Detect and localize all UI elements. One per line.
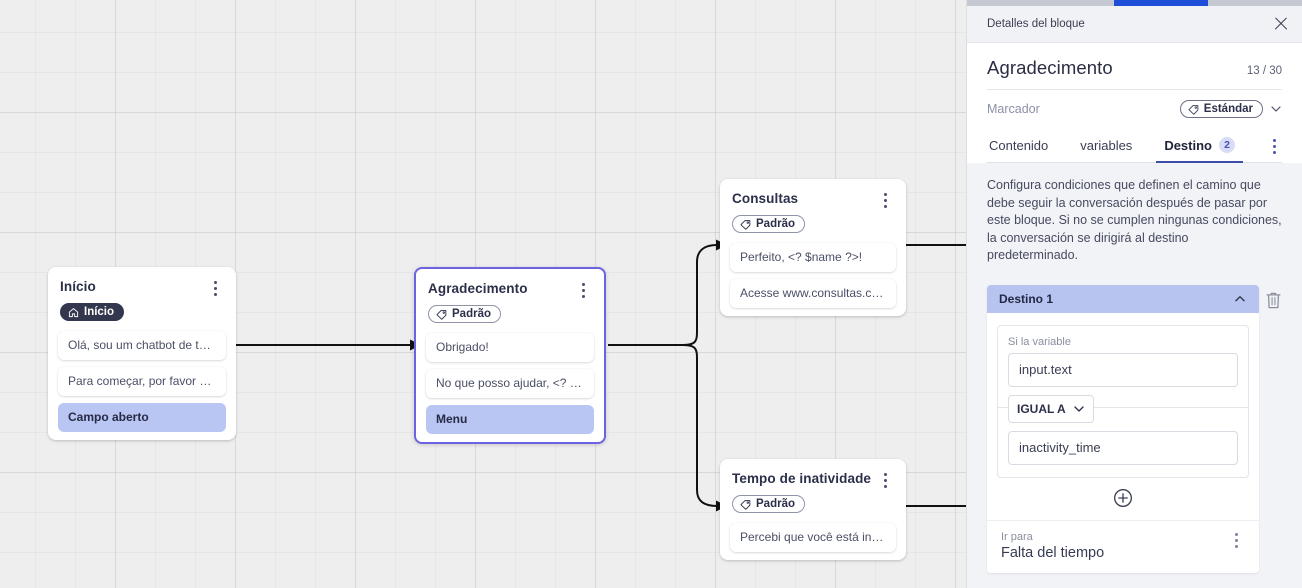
close-icon[interactable] bbox=[1272, 15, 1290, 33]
title-row: Agradecimento 13 / 30 bbox=[987, 43, 1282, 90]
tab-variables[interactable]: variables bbox=[1078, 131, 1134, 162]
tab-destino[interactable]: Destino 2 bbox=[1156, 130, 1243, 163]
flow-node-consultas[interactable]: Consultas Padrão Perfeito, <? $name ?>! … bbox=[720, 179, 906, 316]
goto-label: Ir para bbox=[1001, 530, 1033, 543]
node-message[interactable]: Percebi que você está inativo. C... bbox=[730, 522, 896, 552]
operator-select[interactable]: IGUAL A bbox=[1008, 394, 1094, 423]
destination-card: Destino 1 Si la variable input.text IGUA… bbox=[987, 284, 1259, 573]
goto-menu-button[interactable] bbox=[1227, 531, 1245, 549]
operator-label: IGUAL A bbox=[1017, 401, 1066, 416]
node-tag[interactable]: Início bbox=[60, 303, 125, 321]
node-menu-button[interactable] bbox=[574, 281, 592, 299]
marker-chip-label: Estándar bbox=[1203, 103, 1253, 115]
node-menu-button[interactable] bbox=[876, 191, 894, 209]
node-message[interactable]: No que posso ajudar, <? $name ... bbox=[426, 368, 594, 398]
goto-value: Falta del tiempo bbox=[1001, 544, 1105, 561]
node-message[interactable]: Para começar, por favor digite o ... bbox=[58, 366, 226, 396]
flow-canvas[interactable]: Início Início Olá, sou um chatbot de tes… bbox=[0, 0, 966, 588]
tab-label: Destino bbox=[1164, 137, 1212, 153]
tab-contenido[interactable]: Contenido bbox=[987, 131, 1050, 162]
node-tag-label: Padrão bbox=[756, 218, 795, 230]
variable-field[interactable]: input.text bbox=[1008, 352, 1238, 387]
panel-header-title: Detalles del bloque bbox=[987, 18, 1085, 30]
node-tag-row: Padrão bbox=[416, 299, 604, 333]
node-menu-button[interactable] bbox=[876, 471, 894, 489]
panel-body: Configura condiciones que definen el cam… bbox=[967, 163, 1302, 588]
node-tag-row: Padrão bbox=[720, 209, 906, 243]
panel-header: Detalles del bloque bbox=[967, 6, 1302, 43]
node-tag[interactable]: Padrão bbox=[428, 305, 501, 323]
marker-chip[interactable]: Estándar bbox=[1179, 100, 1263, 118]
destination-section: Destino 1 Si la variable input.text IGUA… bbox=[987, 284, 1282, 573]
compare-value-field[interactable]: inactivity_time bbox=[1008, 430, 1238, 465]
node-body: Percebi que você está inativo. C... bbox=[720, 522, 906, 552]
node-message-highlighted[interactable]: Campo aberto bbox=[58, 402, 226, 432]
add-condition-row bbox=[987, 478, 1259, 520]
node-title: Agradecimento bbox=[428, 281, 528, 296]
node-body: Obrigado! No que posso ajudar, <? $name … bbox=[416, 332, 604, 434]
marker-label: Marcador bbox=[987, 102, 1040, 116]
tag-icon bbox=[740, 219, 751, 230]
panel-scrollbar[interactable] bbox=[967, 0, 1302, 6]
marker-control[interactable]: Estándar bbox=[1179, 100, 1282, 118]
node-header: Consultas bbox=[720, 179, 906, 209]
node-tag-label: Padrão bbox=[452, 308, 491, 320]
node-header: Início bbox=[48, 267, 236, 297]
tab-label: variables bbox=[1080, 137, 1133, 153]
chevron-up-icon[interactable] bbox=[1233, 292, 1247, 306]
node-tag-row: Padrão bbox=[720, 489, 906, 523]
node-header: Tempo de inatividade bbox=[720, 459, 906, 489]
marker-row: Marcador Estándar bbox=[987, 90, 1282, 130]
home-icon bbox=[68, 307, 79, 317]
node-tag-row: Início bbox=[48, 297, 236, 331]
node-tag-label: Padrão bbox=[756, 498, 795, 510]
node-body: Perfeito, <? $name ?>! Acesse www.consul… bbox=[720, 242, 906, 308]
tab-badge: 2 bbox=[1218, 137, 1235, 153]
node-message-highlighted[interactable]: Menu bbox=[426, 404, 594, 434]
panel-tabs: Contenido variables Destino 2 bbox=[987, 130, 1282, 163]
node-title: Início bbox=[60, 279, 96, 294]
plus-circle-icon[interactable] bbox=[1113, 488, 1133, 508]
node-tag[interactable]: Padrão bbox=[732, 215, 805, 233]
page-title: Agradecimento bbox=[987, 57, 1113, 78]
tab-label: Contenido bbox=[989, 137, 1049, 153]
destination-header[interactable]: Destino 1 bbox=[987, 284, 1259, 313]
flow-node-agradecimento[interactable]: Agradecimento Padrão Obrigado! No que po… bbox=[414, 267, 606, 444]
trash-icon[interactable] bbox=[1265, 291, 1282, 310]
node-title: Consultas bbox=[732, 191, 799, 206]
node-message[interactable]: Perfeito, <? $name ?>! bbox=[730, 242, 896, 272]
flow-node-inicio[interactable]: Início Início Olá, sou um chatbot de tes… bbox=[48, 267, 236, 440]
node-tag[interactable]: Padrão bbox=[732, 495, 805, 513]
node-message[interactable]: Olá, sou um chatbot de teste! bbox=[58, 330, 226, 360]
flow-node-tempo-de-inatividade[interactable]: Tempo de inatividade Padrão Percebi que … bbox=[720, 459, 906, 560]
operator-divider bbox=[998, 406, 1248, 408]
node-title: Tempo de inatividade bbox=[732, 471, 872, 486]
tag-icon bbox=[436, 309, 447, 320]
char-counter: 13 / 30 bbox=[1246, 65, 1282, 77]
node-message[interactable]: Obrigado! bbox=[426, 332, 594, 362]
node-message[interactable]: Acesse www.consultas.com par... bbox=[730, 278, 896, 308]
panel-title-section: Agradecimento 13 / 30 Marcador Estándar bbox=[967, 43, 1302, 163]
chevron-down-icon[interactable] bbox=[1270, 103, 1282, 115]
node-tag-label: Início bbox=[84, 306, 115, 318]
node-body: Olá, sou um chatbot de teste! Para começ… bbox=[48, 330, 236, 432]
condition-label: Si la variable bbox=[1008, 335, 1071, 348]
goto-text: Ir para Falta del tiempo bbox=[1001, 531, 1104, 561]
block-details-panel: Detalles del bloque Agradecimento 13 / 3… bbox=[966, 0, 1302, 588]
destination-header-label: Destino 1 bbox=[999, 291, 1054, 306]
chevron-down-icon bbox=[1074, 405, 1084, 412]
panel-scrollbar-thumb[interactable] bbox=[1114, 0, 1208, 6]
tag-icon bbox=[1188, 104, 1199, 115]
destination-description: Configura condiciones que definen el cam… bbox=[987, 178, 1282, 262]
panel-overflow-menu-button[interactable] bbox=[1265, 137, 1283, 155]
goto-card[interactable]: Ir para Falta del tiempo bbox=[987, 519, 1259, 573]
node-header: Agradecimento bbox=[416, 269, 604, 299]
condition-box: Si la variable input.text IGUAL A inacti… bbox=[997, 324, 1249, 478]
node-menu-button[interactable] bbox=[206, 279, 224, 297]
tag-icon bbox=[740, 499, 751, 510]
